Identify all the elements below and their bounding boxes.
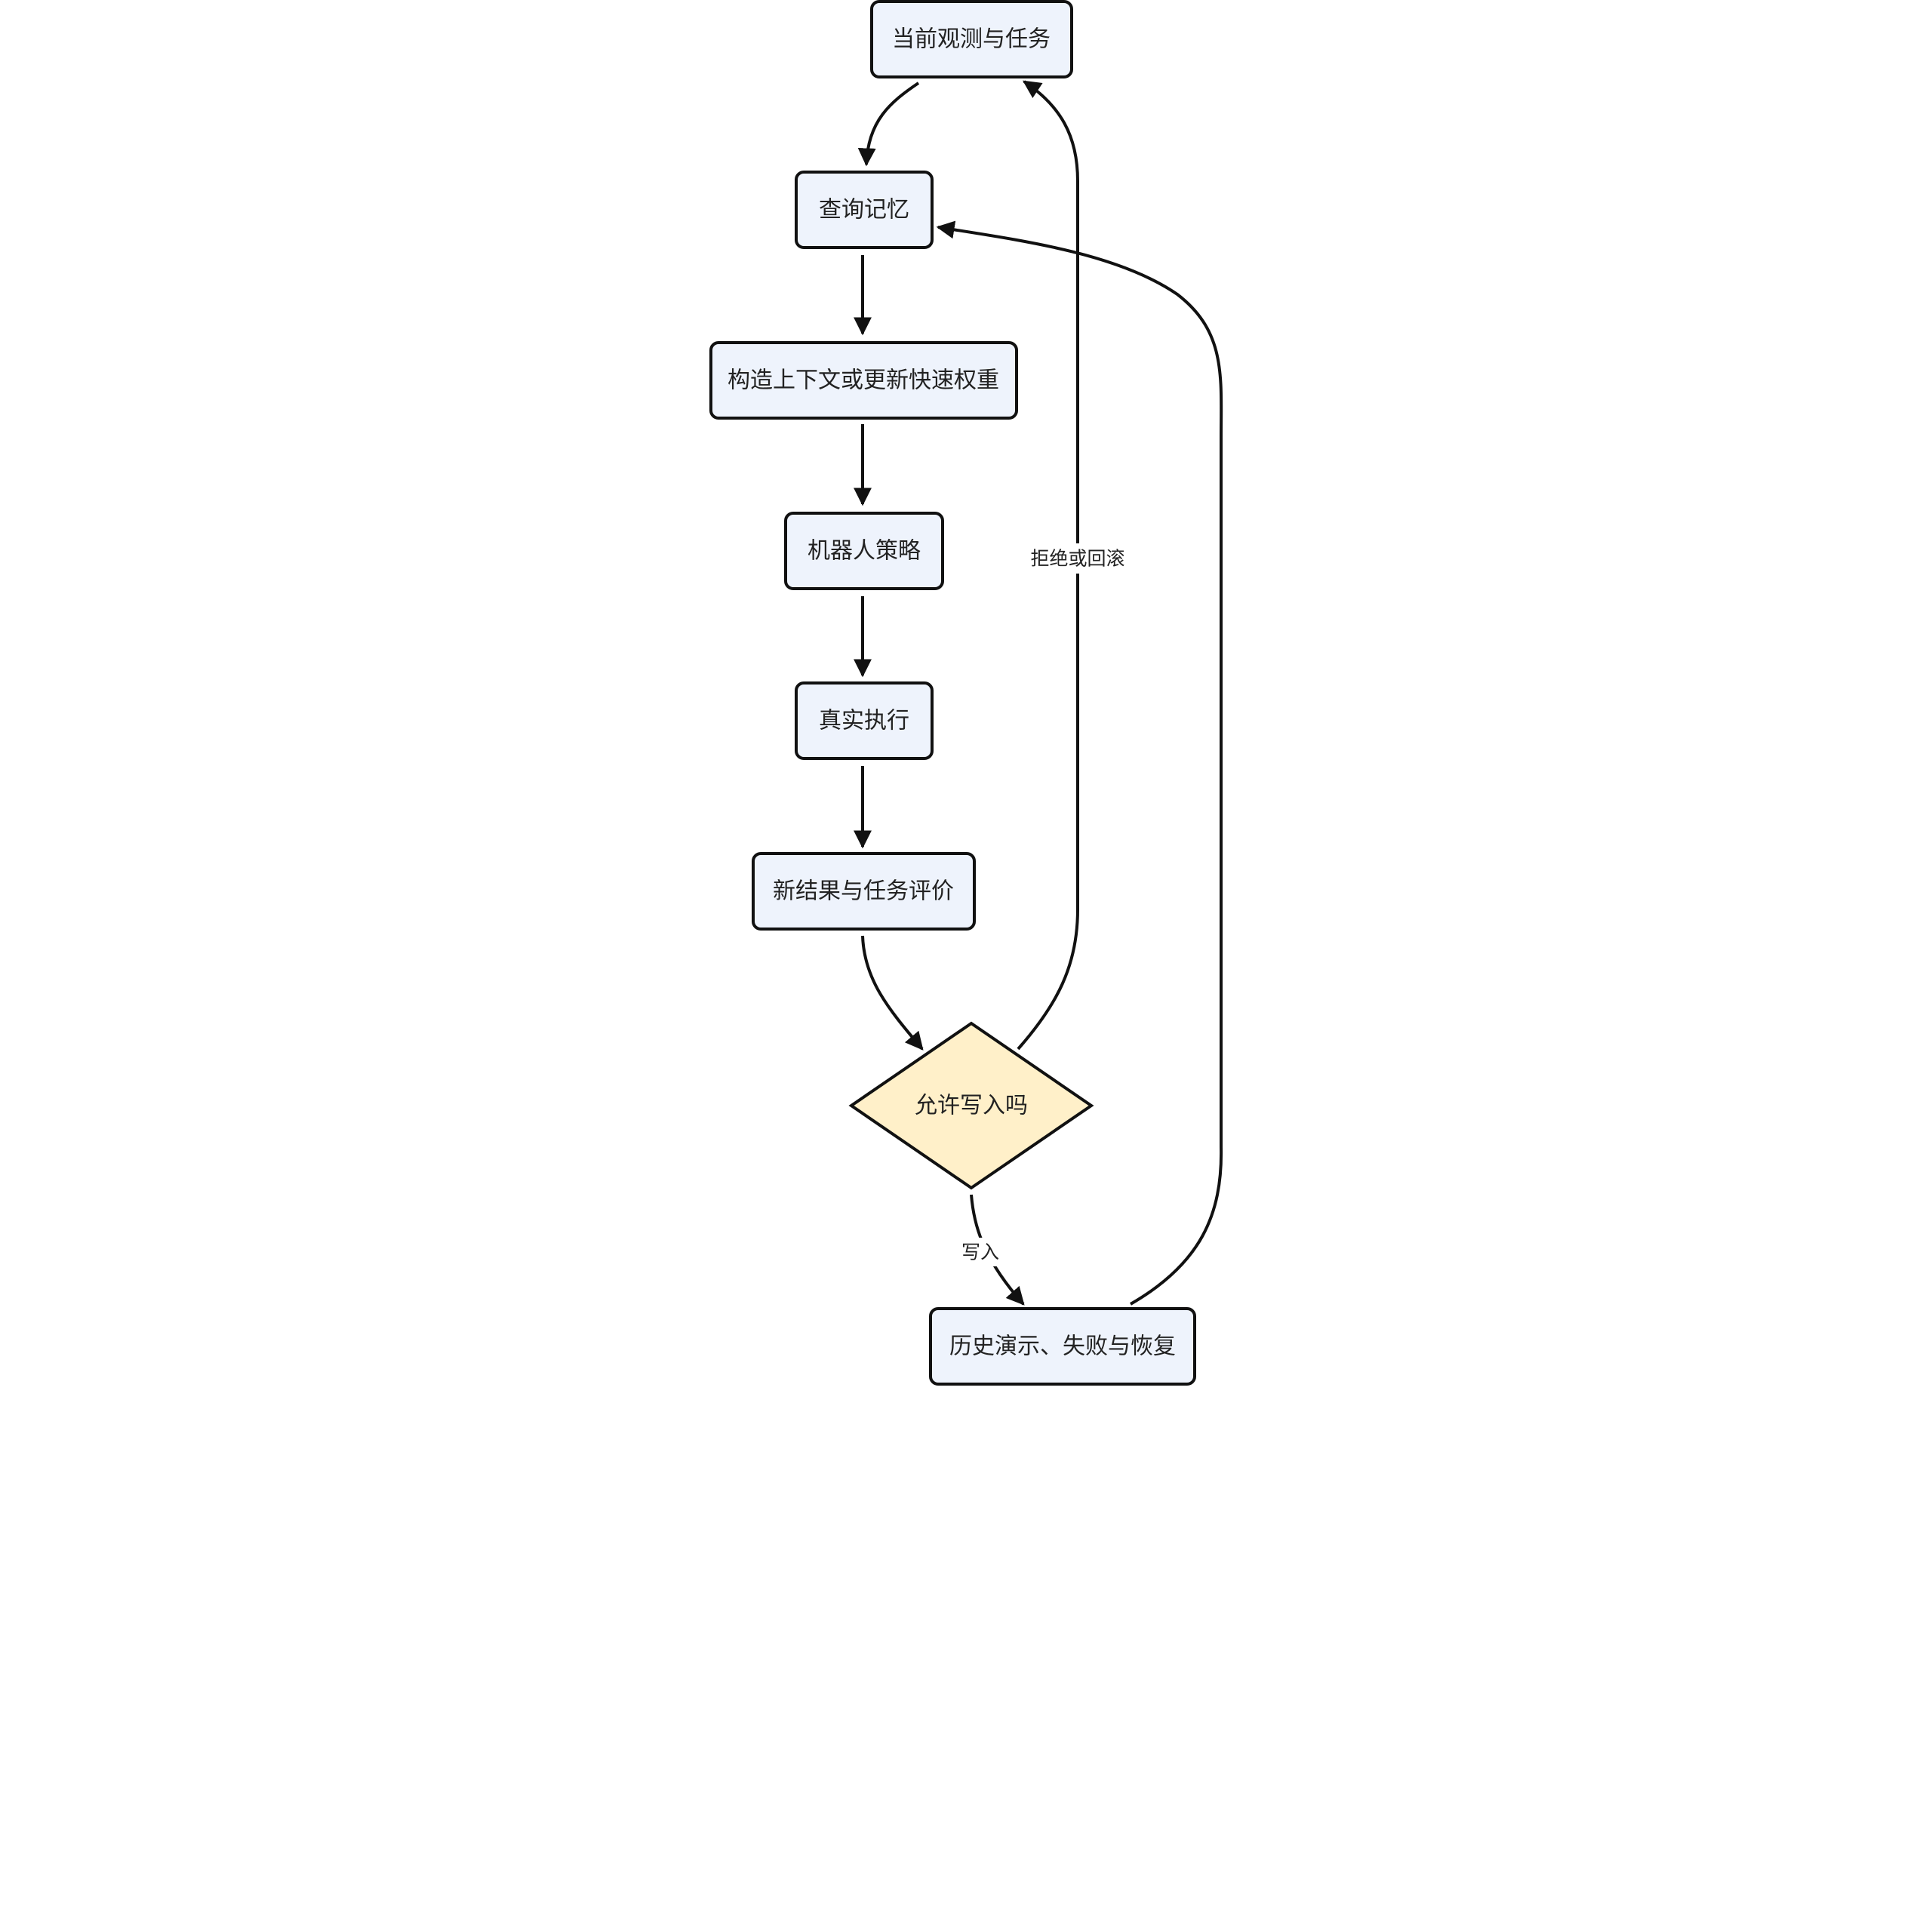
node-policy-label: 机器人策略 bbox=[808, 538, 921, 565]
node-query: 查询记忆 bbox=[795, 171, 934, 249]
node-observe-label: 当前观测与任务 bbox=[892, 26, 1051, 53]
edge-label-bg-reject bbox=[1028, 543, 1128, 574]
edge-history-to-query bbox=[936, 220, 1223, 1306]
node-decision-label: 允许写入吗 bbox=[915, 1093, 1028, 1119]
node-context: 构造上下文或更新快速权重 bbox=[709, 341, 1018, 420]
edge-observe-to-query bbox=[857, 82, 920, 167]
edge-label-bg-write bbox=[957, 1238, 1004, 1266]
edge-label-write: 写入 bbox=[961, 1241, 999, 1263]
node-history-label: 历史演示、失败与恢复 bbox=[949, 1334, 1176, 1360]
node-history: 历史演示、失败与恢复 bbox=[929, 1307, 1196, 1386]
node-evaluate: 新结果与任务评价 bbox=[752, 852, 976, 931]
node-execute: 真实执行 bbox=[795, 681, 934, 760]
node-observe: 当前观测与任务 bbox=[870, 0, 1073, 78]
node-evaluate-label: 新结果与任务评价 bbox=[773, 878, 954, 905]
node-query-label: 查询记忆 bbox=[819, 197, 909, 223]
edge-decision-to-observe bbox=[1017, 80, 1079, 1051]
node-execute-label: 真实执行 bbox=[819, 708, 909, 734]
node-decision: 允许写入吗 bbox=[848, 1021, 1094, 1190]
edge-label-reject: 拒绝或回滚 bbox=[1030, 548, 1124, 570]
edge-evaluate-to-decision bbox=[861, 935, 924, 1051]
node-policy: 机器人策略 bbox=[784, 512, 944, 590]
node-context-label: 构造上下文或更新快速权重 bbox=[728, 368, 999, 394]
